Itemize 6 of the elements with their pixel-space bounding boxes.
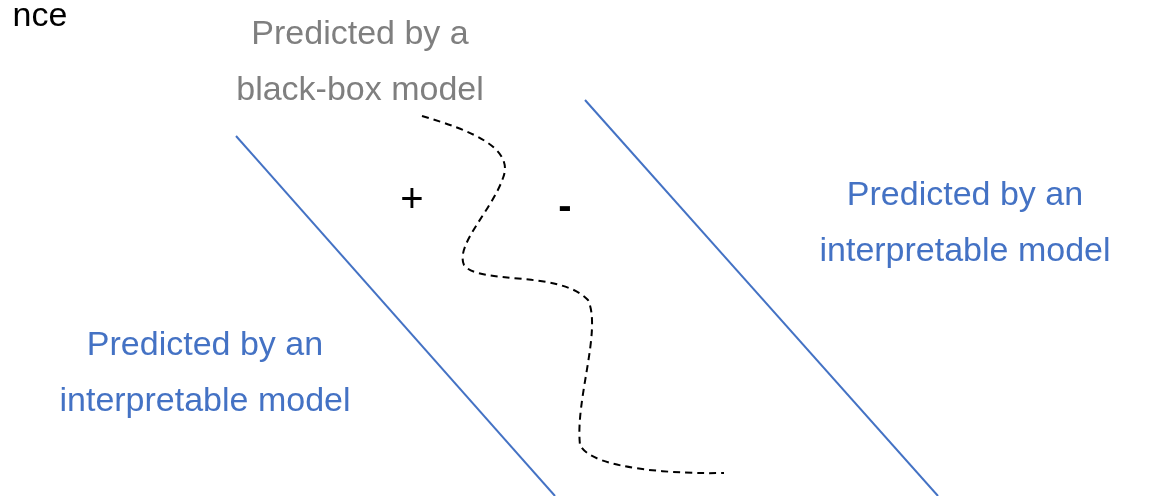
heading-fragment: nce [11, 0, 69, 35]
region-label: Predicted by an interpretable model [58, 323, 352, 420]
region-label: Predicted by a black-box model [235, 12, 485, 109]
minus-sign: - [557, 182, 573, 229]
region-label: Predicted by an interpretable model [818, 173, 1112, 270]
plus-sign: + [399, 175, 425, 222]
